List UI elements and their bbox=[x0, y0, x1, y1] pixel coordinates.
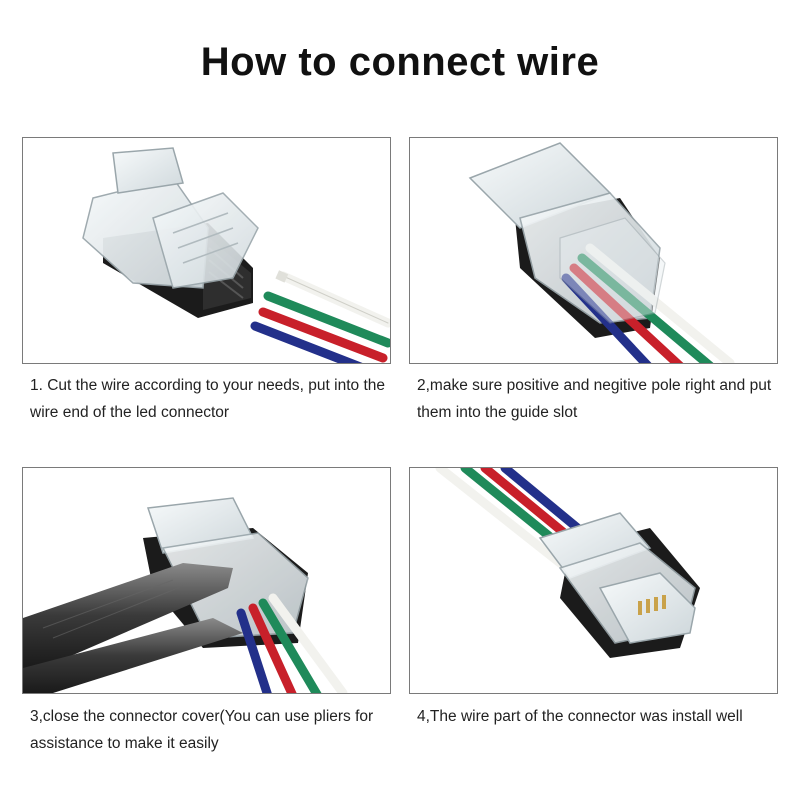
step-4-caption: 4,The wire part of the connector was ins… bbox=[417, 708, 743, 725]
step-2-photo bbox=[409, 137, 778, 364]
installed-connector-illustration bbox=[435, 468, 700, 658]
step-2-caption: 2,make sure positive and negitive pole r… bbox=[417, 377, 772, 421]
step-3-caption: 3,close the connector cover(You can use … bbox=[30, 708, 374, 752]
step-1-photo bbox=[22, 137, 391, 364]
open-connector-and-wires-illustration bbox=[82, 147, 390, 363]
step-4-photo bbox=[409, 467, 778, 694]
page-title: How to connect wire bbox=[200, 40, 600, 84]
pliers-closing-cover-illustration bbox=[23, 497, 348, 693]
step-1-caption: 1. Cut the wire according to your needs,… bbox=[30, 377, 385, 421]
wires-in-guide-slot-illustration bbox=[468, 142, 735, 363]
step-3-photo bbox=[22, 467, 391, 694]
